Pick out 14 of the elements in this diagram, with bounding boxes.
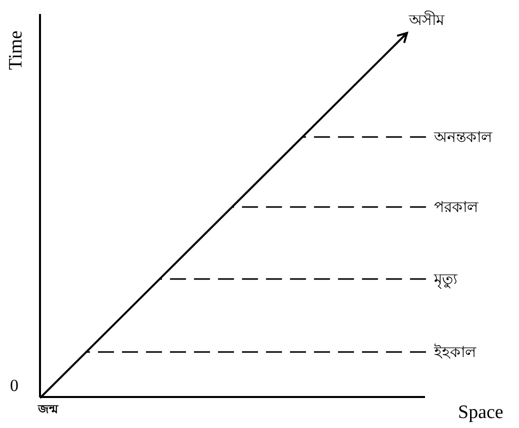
axis-label-text: জন্ম [38,398,58,420]
dashed-leader-line [232,206,426,208]
y-axis-title: Time [4,30,28,70]
dashed-leader-line [158,278,426,280]
axis-label-text: অসীম [409,8,444,32]
axis-label-text: 0 [10,374,18,396]
axis-label-text: ইহকাল [434,340,476,364]
dashed-leader-line [302,136,426,138]
axis-label-text: অনন্তকাল [434,125,492,149]
x-axis-title: Space [458,403,504,422]
axis-label-text: পরকাল [434,195,478,219]
arrow [39,32,408,399]
axis-label-text: মৃত্যু [434,267,457,291]
dashed-leader-line [85,351,426,353]
